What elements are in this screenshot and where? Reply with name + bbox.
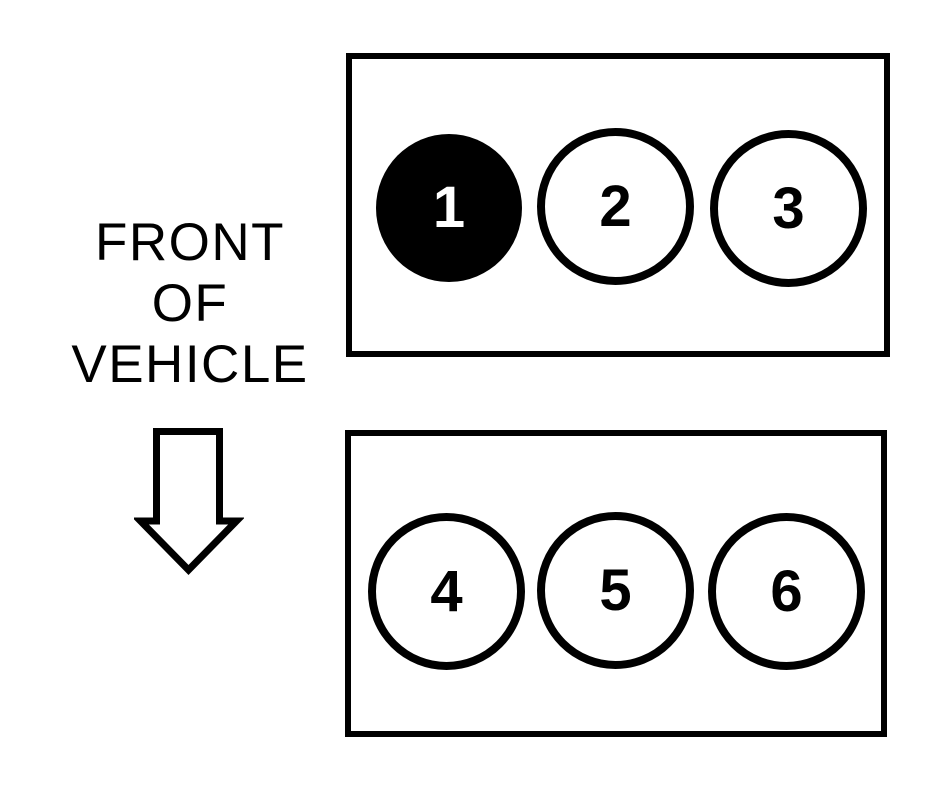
cylinder-bank-top: 1 2 3 — [346, 53, 890, 357]
cylinder-6: 6 — [708, 513, 865, 670]
cylinder-3: 3 — [710, 130, 867, 287]
front-of-vehicle-label: FRONT OF VEHICLE — [52, 212, 328, 395]
cylinder-1-number: 1 — [432, 175, 466, 240]
front-of-vehicle-label-line-1: FRONT — [94, 213, 286, 272]
cylinder-2: 2 — [537, 128, 694, 285]
cylinder-bank-bottom: 4 5 6 — [345, 430, 887, 737]
cylinder-2-number: 2 — [599, 173, 632, 239]
cylinder-4-number: 4 — [430, 558, 463, 624]
cylinder-4: 4 — [368, 513, 525, 670]
cylinder-5: 5 — [537, 512, 694, 669]
front-of-vehicle-label-line-2: OF — [151, 274, 229, 333]
cylinder-3-number: 3 — [772, 175, 805, 241]
cylinder-1: 1 — [376, 134, 522, 282]
cylinder-5-number: 5 — [599, 557, 632, 623]
front-of-vehicle-label-line-3: VEHICLE — [71, 335, 309, 394]
cylinder-6-number: 6 — [770, 558, 803, 624]
down-arrow-icon — [134, 428, 244, 576]
